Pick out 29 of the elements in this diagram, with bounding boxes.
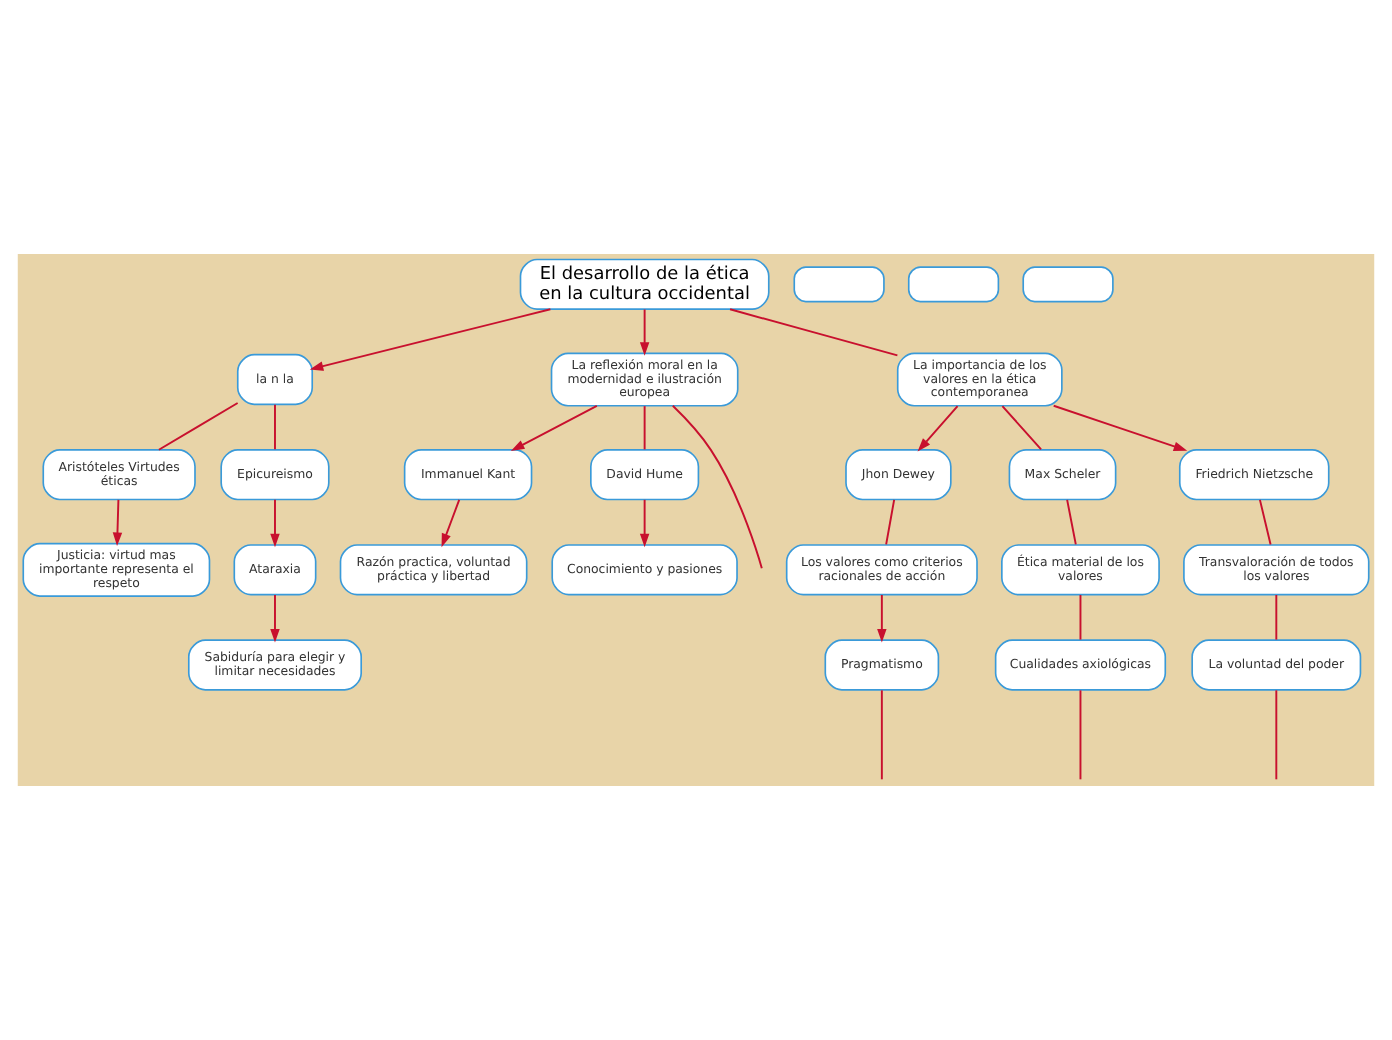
arrow — [877, 594, 887, 643]
arrow — [639, 498, 650, 548]
connector — [643, 405, 646, 451]
node-box — [1022, 266, 1114, 303]
connector — [1275, 594, 1278, 641]
connector — [880, 689, 883, 781]
connector — [1001, 405, 1043, 451]
node-box: El desarrollo de la ética en la cultura occidental — [519, 258, 770, 310]
connector — [1079, 594, 1082, 641]
arrow — [309, 308, 552, 371]
connector — [729, 308, 899, 357]
arrow — [441, 498, 461, 548]
connector — [1275, 689, 1278, 781]
connector — [157, 402, 239, 451]
connector — [671, 404, 763, 570]
node-box — [907, 266, 1000, 303]
connector — [1079, 689, 1082, 781]
arrow — [510, 404, 598, 451]
arrow — [917, 405, 959, 452]
arrow — [639, 308, 650, 356]
connector — [1258, 498, 1272, 546]
arrow — [270, 594, 280, 643]
arrow — [270, 498, 280, 548]
node-box — [793, 266, 885, 303]
arrow — [1052, 404, 1188, 451]
connector — [274, 403, 276, 451]
connector — [1066, 498, 1077, 546]
arrow — [112, 498, 123, 547]
connector — [885, 498, 896, 546]
